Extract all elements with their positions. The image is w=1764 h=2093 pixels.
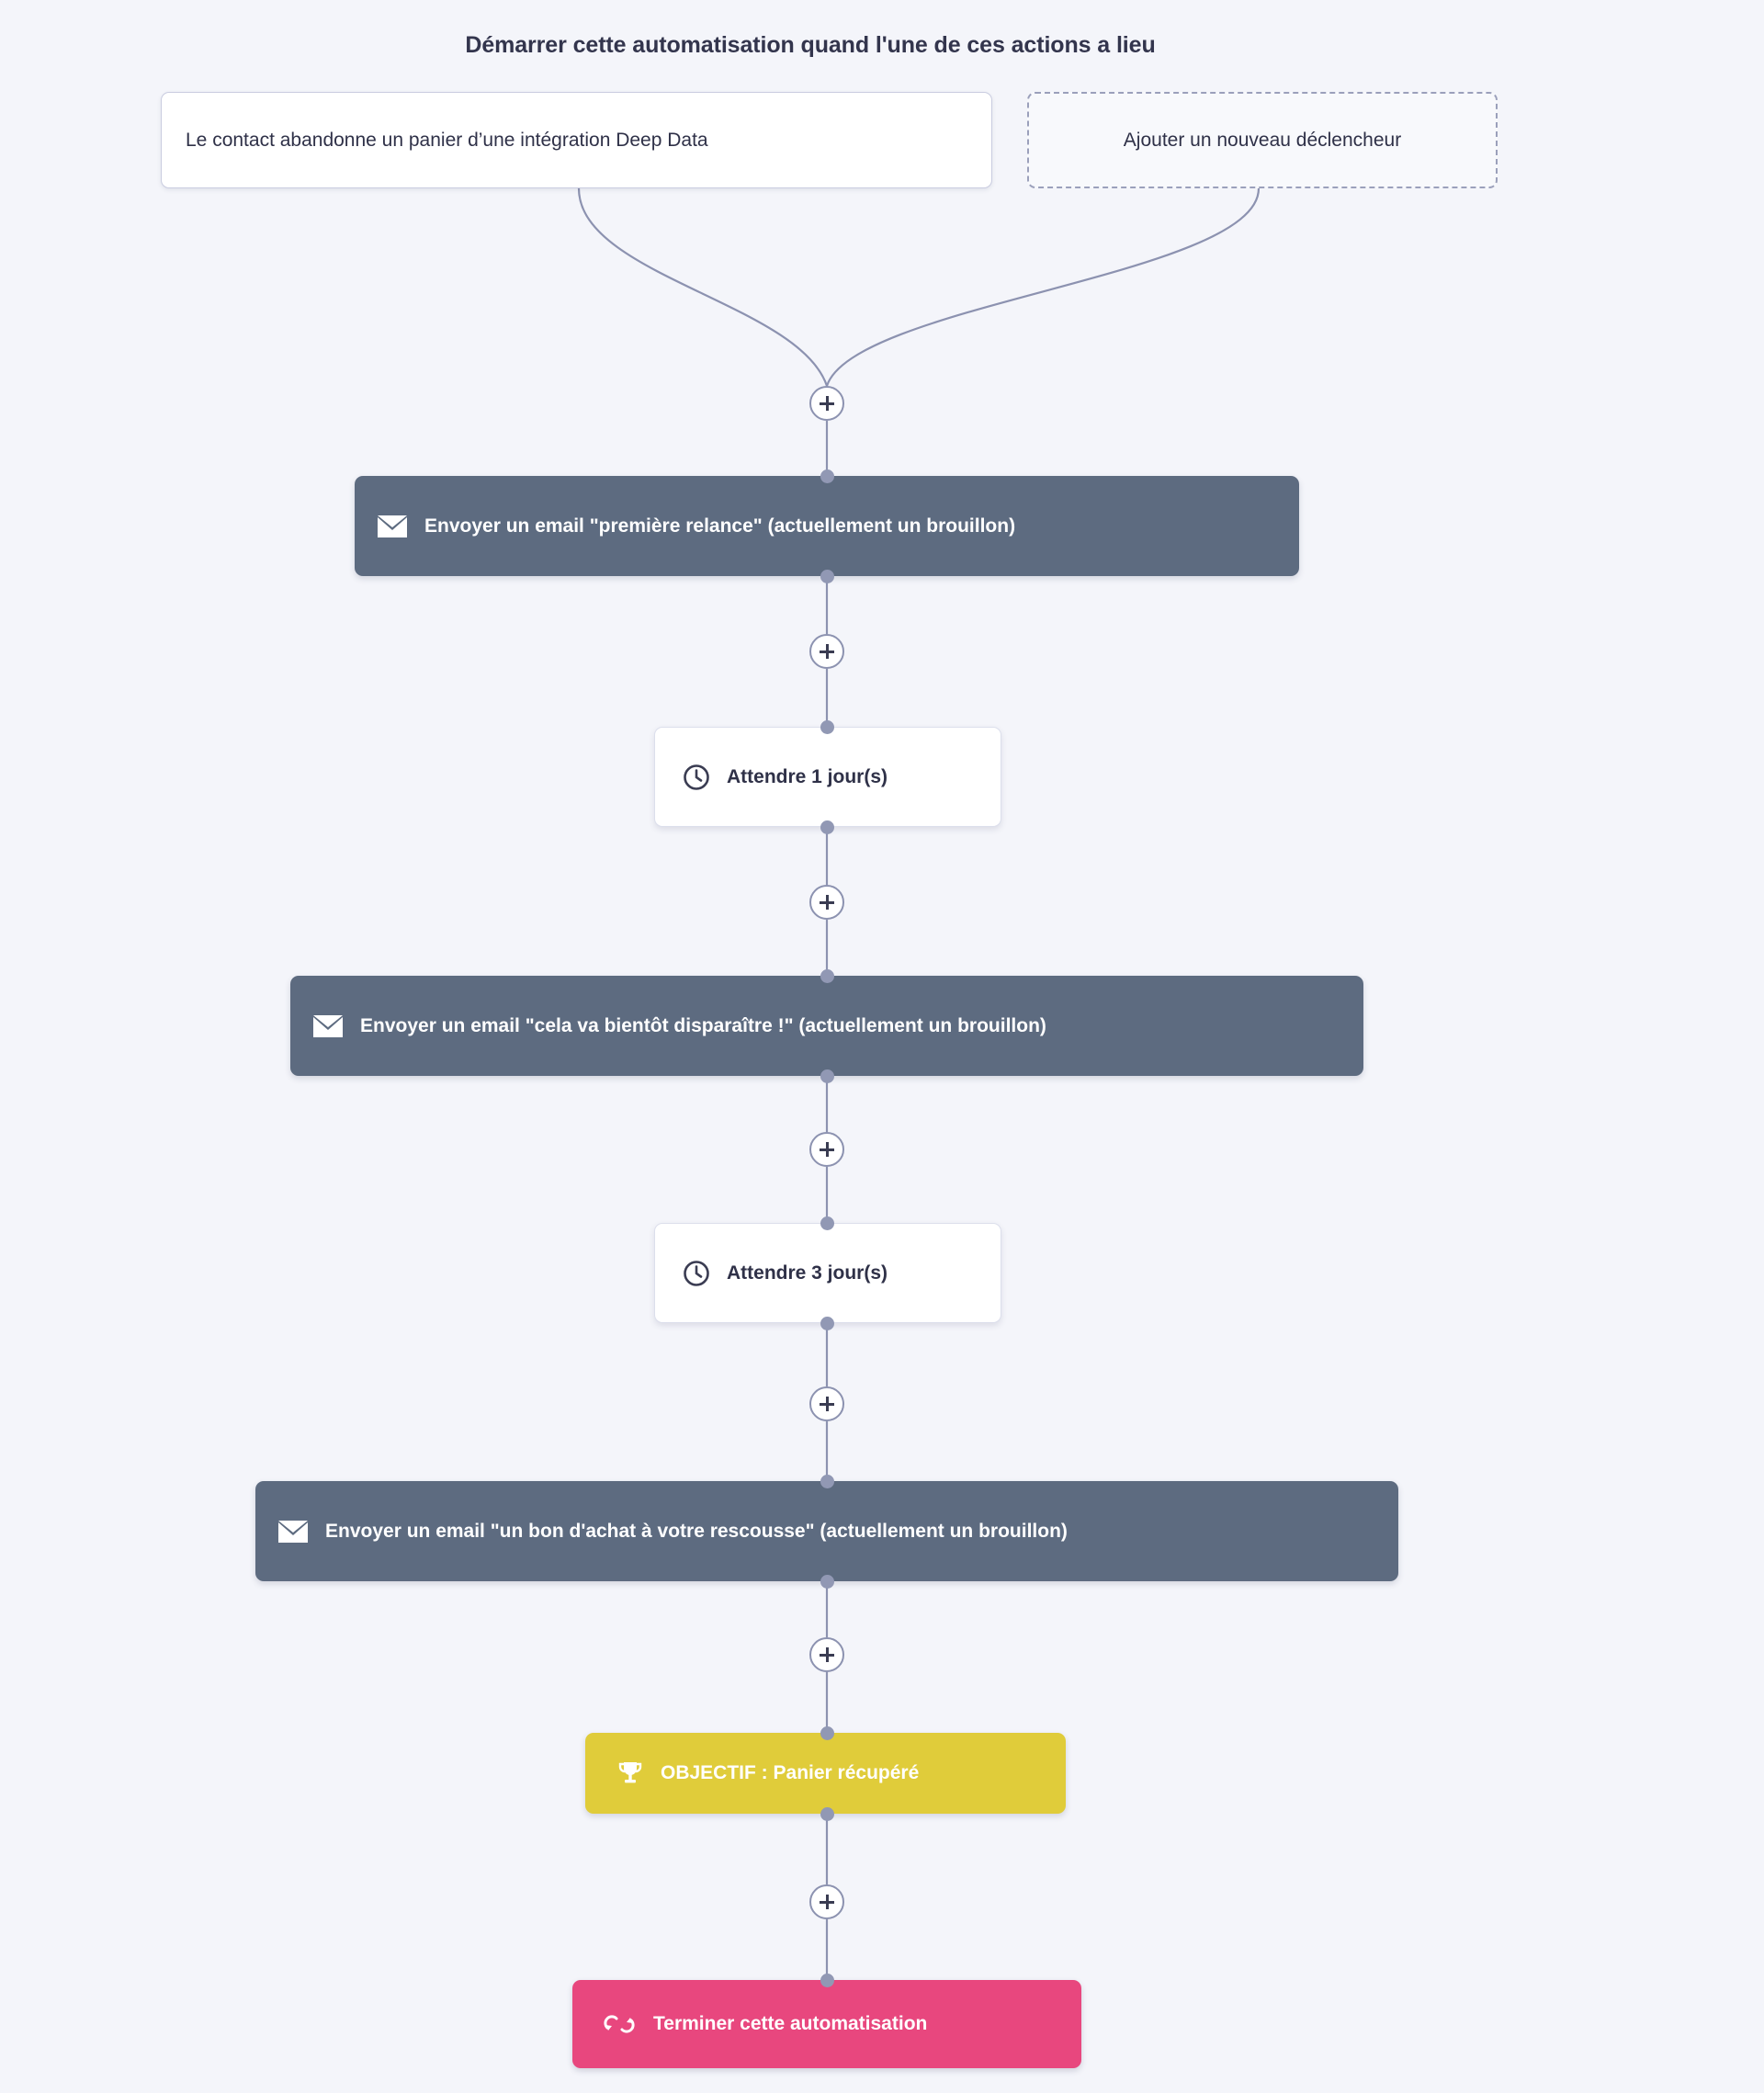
add-step-button-5[interactable] xyxy=(809,1386,844,1421)
trigger-node-cart-abandon[interactable]: Le contact abandonne un panier d’une int… xyxy=(161,92,992,188)
add-step-button-2[interactable] xyxy=(809,634,844,669)
add-step-button-1[interactable] xyxy=(809,386,844,421)
end-automation-label: Terminer cette automatisation xyxy=(653,2013,928,2034)
anchor-dot xyxy=(820,719,834,734)
anchor-dot xyxy=(820,1574,834,1589)
email-node-3-label: Envoyer un email "un bon d'achat à votre… xyxy=(325,1520,1068,1542)
anchor-dot xyxy=(820,1216,834,1230)
end-automation-node[interactable]: Terminer cette automatisation xyxy=(572,1980,1081,2068)
email-node-3[interactable]: Envoyer un email "un bon d'achat à votre… xyxy=(255,1481,1398,1581)
goal-node-label: OBJECTIF : Panier récupéré xyxy=(661,1762,920,1783)
anchor-dot xyxy=(820,1069,834,1083)
add-step-button-3[interactable] xyxy=(809,885,844,920)
envelope-icon xyxy=(312,1014,344,1038)
anchor-dot xyxy=(820,469,834,483)
email-node-2[interactable]: Envoyer un email "cela va bientôt dispar… xyxy=(290,976,1363,1076)
anchor-dot xyxy=(820,1474,834,1488)
clock-icon xyxy=(683,764,710,791)
add-step-button-6[interactable] xyxy=(809,1637,844,1672)
anchor-dot xyxy=(820,569,834,583)
anchor-dot xyxy=(820,1973,834,1987)
envelope-icon xyxy=(277,1520,309,1544)
email-node-1[interactable]: Envoyer un email "première relance" (act… xyxy=(355,476,1299,576)
add-trigger-label: Ajouter un nouveau déclencheur xyxy=(1123,129,1402,151)
anchor-dot xyxy=(820,968,834,983)
loop-arrows-icon xyxy=(604,2011,635,2037)
wait-node-2-label: Attendre 3 jour(s) xyxy=(727,1261,888,1284)
anchor-dot xyxy=(820,820,834,834)
add-step-button-7[interactable] xyxy=(809,1884,844,1919)
page-title: Démarrer cette automatisation quand l'un… xyxy=(0,32,1764,59)
trigger-label: Le contact abandonne un panier d’une int… xyxy=(186,129,708,151)
anchor-dot xyxy=(820,1316,834,1330)
wait-node-1[interactable]: Attendre 1 jour(s) xyxy=(654,727,1001,827)
envelope-icon xyxy=(377,515,408,538)
wait-node-2[interactable]: Attendre 3 jour(s) xyxy=(654,1223,1001,1323)
anchor-dot xyxy=(820,1725,834,1740)
add-step-button-4[interactable] xyxy=(809,1132,844,1167)
goal-node[interactable]: OBJECTIF : Panier récupéré xyxy=(585,1733,1066,1814)
email-node-2-label: Envoyer un email "cela va bientôt dispar… xyxy=(360,1014,1046,1036)
email-node-1-label: Envoyer un email "première relance" (act… xyxy=(424,515,1016,537)
anchor-dot xyxy=(820,1806,834,1821)
add-trigger-node[interactable]: Ajouter un nouveau déclencheur xyxy=(1027,92,1498,188)
trophy-icon xyxy=(616,1760,644,1786)
wait-node-1-label: Attendre 1 jour(s) xyxy=(727,765,888,787)
clock-icon xyxy=(683,1260,710,1287)
page-title-text: Démarrer cette automatisation quand l'un… xyxy=(465,32,1156,58)
